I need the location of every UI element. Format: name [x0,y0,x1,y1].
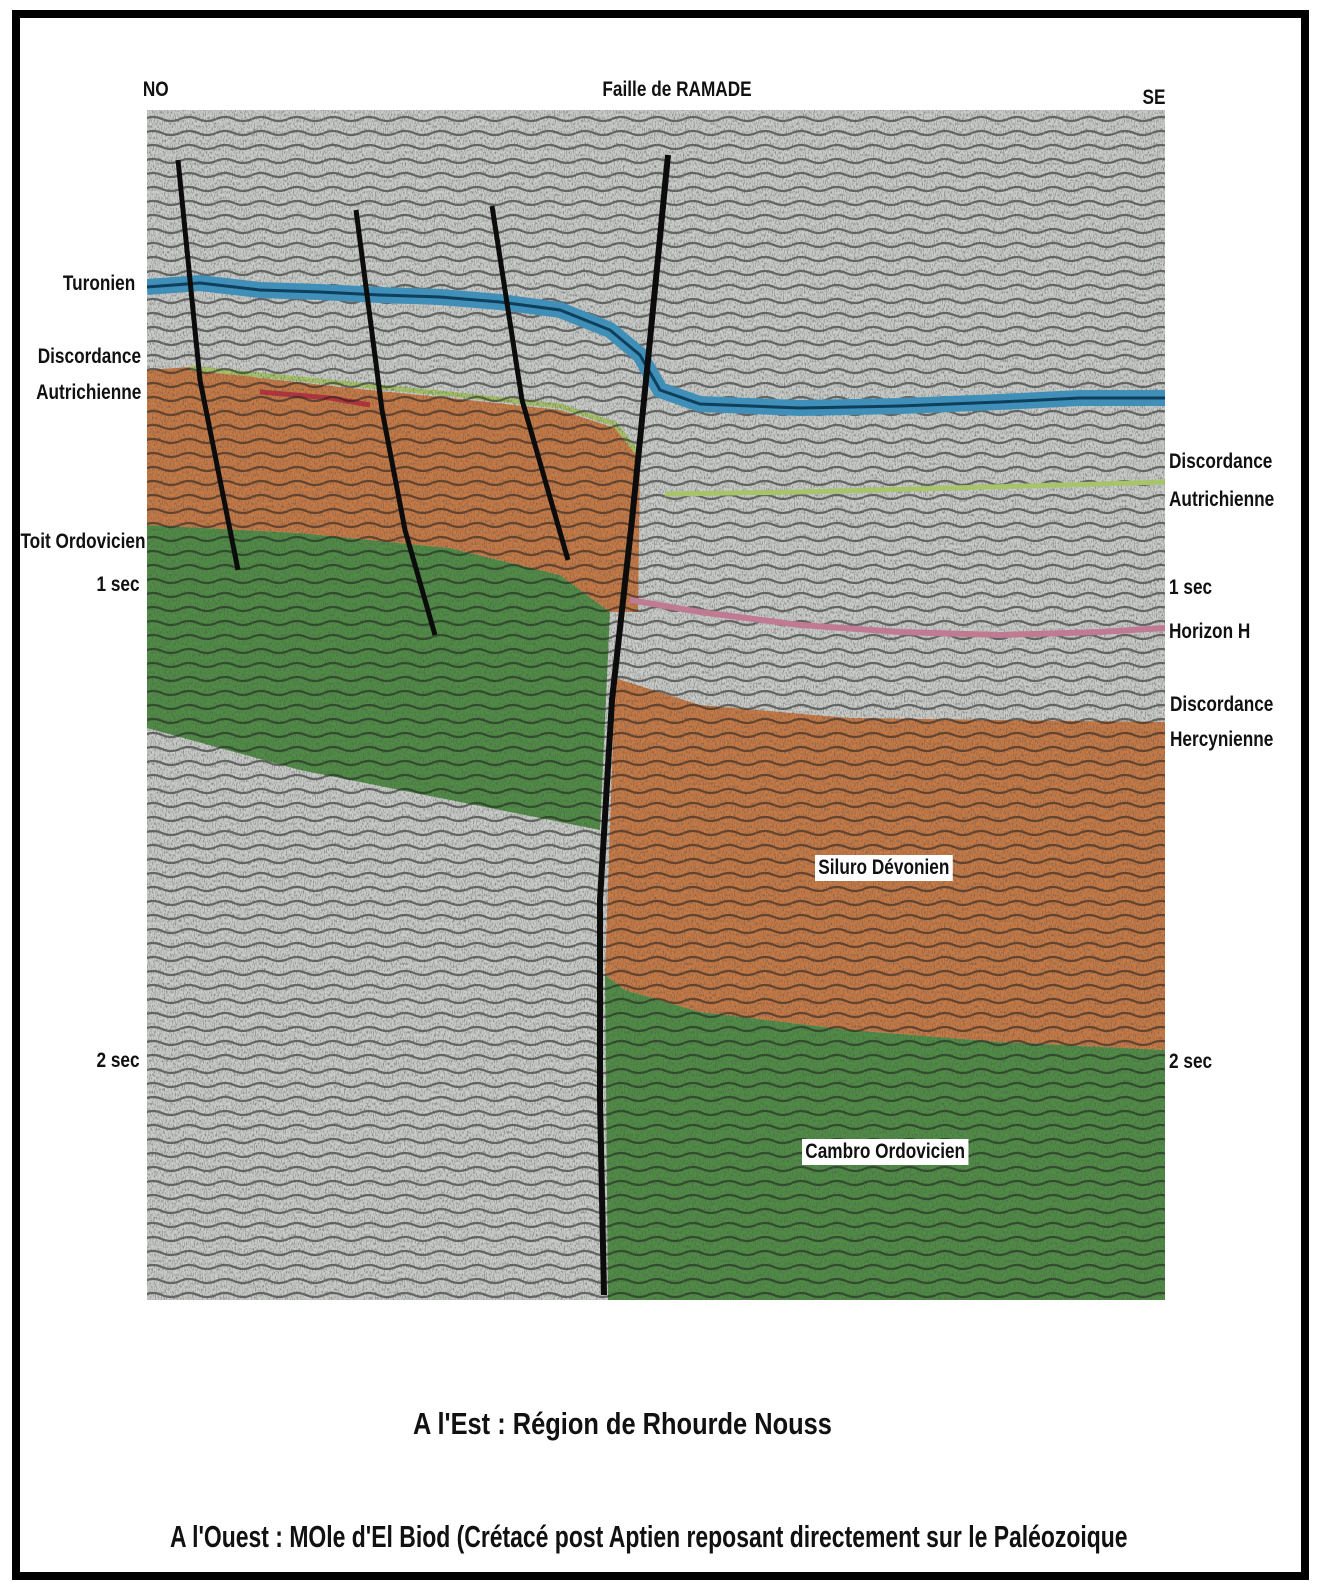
right-1sec-label: 1 sec [1169,576,1212,600]
right-discordance-autr-line2: Autrichienne [1169,488,1274,512]
left-1sec-label: 1 sec [97,573,140,597]
fault-name-label: Faille de RAMADE [602,78,751,102]
direction-se-label: SE [1143,86,1166,110]
left-2sec-label: 2 sec [97,1049,140,1073]
siluro-devonien-label: Siluro Dévonien [815,855,953,881]
caption-east: A l'Est : Région de Rhourde Nouss [413,1406,832,1442]
right-discordance-autr-line1: Discordance [1169,450,1272,474]
direction-no-label: NO [143,78,169,102]
left-discordance-line1: Discordance [38,345,141,369]
toit-ordovicien-label: Toit Ordovicien [20,530,145,554]
left-discordance-line2: Autrichienne [36,381,141,405]
cambro-ordovicien-label: Cambro Ordovicien [802,1139,968,1165]
horizon-h-label: Horizon H [1169,620,1250,644]
caption-west: A l'Ouest : MOle d'El Biod (Crétacé post… [170,1519,1128,1555]
right-2sec-label: 2 sec [1169,1050,1212,1074]
right-discordance-herc-line2: Hercynienne [1170,728,1273,752]
turonien-label: Turonien [63,272,135,296]
right-discordance-herc-line1: Discordance [1170,693,1273,717]
